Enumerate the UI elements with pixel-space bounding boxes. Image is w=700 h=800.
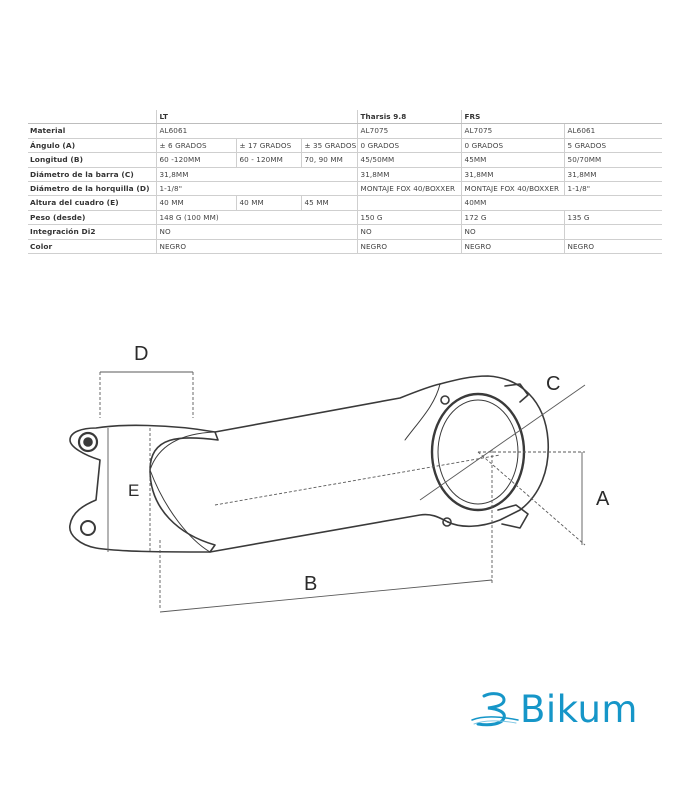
table-cell: 1-1/8" — [155, 181, 358, 197]
table-cell — [356, 195, 462, 211]
table-cell: 5 GRADOS — [563, 138, 663, 154]
table-cell: NEGRO — [155, 239, 358, 255]
table-cell: AL6061 — [155, 123, 358, 139]
logo-text: Bikum — [520, 688, 638, 731]
dimension-c-line — [419, 384, 586, 501]
table-cell: NEGRO — [460, 239, 565, 255]
table-row: Ángulo (A) ± 6 GRADOS ± 17 GRADOS ± 35 G… — [28, 138, 663, 154]
table-row: Diámetro de la horquilla (D) 1-1/8" MONT… — [28, 181, 663, 197]
table-cell: NO — [460, 224, 565, 240]
table-cell: 31,8MM — [563, 167, 663, 183]
stem-diagram: D C A E B — [69, 343, 610, 613]
table-row: Altura del cuadro (E) 40 MM 40 MM 45 MM … — [28, 195, 663, 211]
table-row: Diámetro de la barra (C) 31,8MM 31,8MM 3… — [28, 167, 663, 183]
table-cell: 0 GRADOS — [460, 138, 565, 154]
table-cell: AL7075 — [460, 123, 565, 139]
table-cell: 150 G — [356, 210, 462, 226]
table-cell: 45MM — [460, 152, 565, 168]
table-cell: 1-1/8" — [563, 181, 663, 197]
table-cell: 172 G — [460, 210, 565, 226]
header-lt: LT — [155, 110, 358, 125]
label-a: A — [596, 488, 610, 510]
table-cell: ± 6 GRADOS — [155, 138, 236, 154]
table-cell: ± 35 GRADOS — [300, 138, 358, 154]
label-c: C — [546, 373, 560, 395]
table-row: Material AL6061 AL7075 AL7075 AL6061 — [28, 123, 663, 139]
table-row: Integración Di2 NO NO NO — [28, 224, 663, 240]
spec-table: LT Tharsis 9.8 FRS Material AL6061 AL707… — [28, 110, 663, 255]
lower-bolt-hole — [80, 520, 96, 536]
table-cell: 70, 90 MM — [300, 152, 358, 168]
label-b: B — [304, 573, 317, 595]
table-cell: 60 -120MM — [155, 152, 236, 168]
table-cell: ± 17 GRADOS — [235, 138, 301, 154]
table-cell: 31,8MM — [155, 167, 358, 183]
stem-body-lower — [209, 513, 449, 553]
table-cell: 45/50MM — [356, 152, 462, 168]
label-e: E — [128, 481, 139, 500]
table-cell: 50/70MM — [563, 152, 663, 168]
table-cell: 40 MM — [155, 195, 236, 211]
row-label: Diámetro de la horquilla (D) — [28, 181, 156, 197]
table-cell: 31,8MM — [460, 167, 565, 183]
table-cell: 31,8MM — [356, 167, 462, 183]
table-cell: NEGRO — [563, 239, 663, 255]
faceplate — [497, 383, 529, 529]
bikum-logo: Bikum — [470, 688, 695, 735]
table-cell: AL7075 — [356, 123, 462, 139]
row-label: Material — [28, 123, 156, 139]
table-header-row: LT Tharsis 9.8 FRS — [28, 110, 663, 125]
table-cell: 135 G — [563, 210, 663, 226]
header-frs: FRS — [460, 110, 663, 125]
row-label: Altura del cuadro (E) — [28, 195, 156, 211]
dimension-b-line — [159, 579, 493, 613]
table-cell: 45 MM — [300, 195, 358, 211]
stem-body-upper — [214, 383, 441, 433]
table-cell: 148 G (100 MM) — [155, 210, 358, 226]
table-cell: 40 MM — [235, 195, 301, 211]
table-cell: MONTAJE FOX 40/BOXXER — [460, 181, 565, 197]
table-cell: 0 GRADOS — [356, 138, 462, 154]
table-cell: 40MM — [460, 195, 663, 211]
bar-clamp-outer — [439, 375, 550, 528]
table-cell: NO — [356, 224, 462, 240]
table-cell: AL6061 — [563, 123, 663, 139]
row-label: Color — [28, 239, 156, 255]
row-label: Longitud (B) — [28, 152, 156, 168]
table-row: Color NEGRO NEGRO NEGRO NEGRO — [28, 239, 663, 255]
row-label: Integración Di2 — [28, 224, 156, 240]
row-label: Ángulo (A) — [28, 138, 156, 154]
table-cell: NEGRO — [356, 239, 462, 255]
upper-bolt-hole — [77, 431, 99, 453]
table-row: Peso (desde) 148 G (100 MM) 150 G 172 G … — [28, 210, 663, 226]
header-blank — [28, 110, 156, 125]
table-cell: MONTAJE FOX 40/BOXXER — [356, 181, 462, 197]
row-label: Peso (desde) — [28, 210, 156, 226]
table-cell: 60 - 120MM — [235, 152, 301, 168]
bikum-swoosh-icon — [471, 692, 519, 727]
table-cell — [563, 224, 663, 240]
table-cell: NO — [155, 224, 358, 240]
table-row: Longitud (B) 60 -120MM 60 - 120MM 70, 90… — [28, 152, 663, 168]
header-tharsis: Tharsis 9.8 — [356, 110, 462, 125]
steerer-clamp-outline — [69, 424, 219, 553]
row-label: Diámetro de la barra (C) — [28, 167, 156, 183]
label-d: D — [134, 343, 148, 365]
